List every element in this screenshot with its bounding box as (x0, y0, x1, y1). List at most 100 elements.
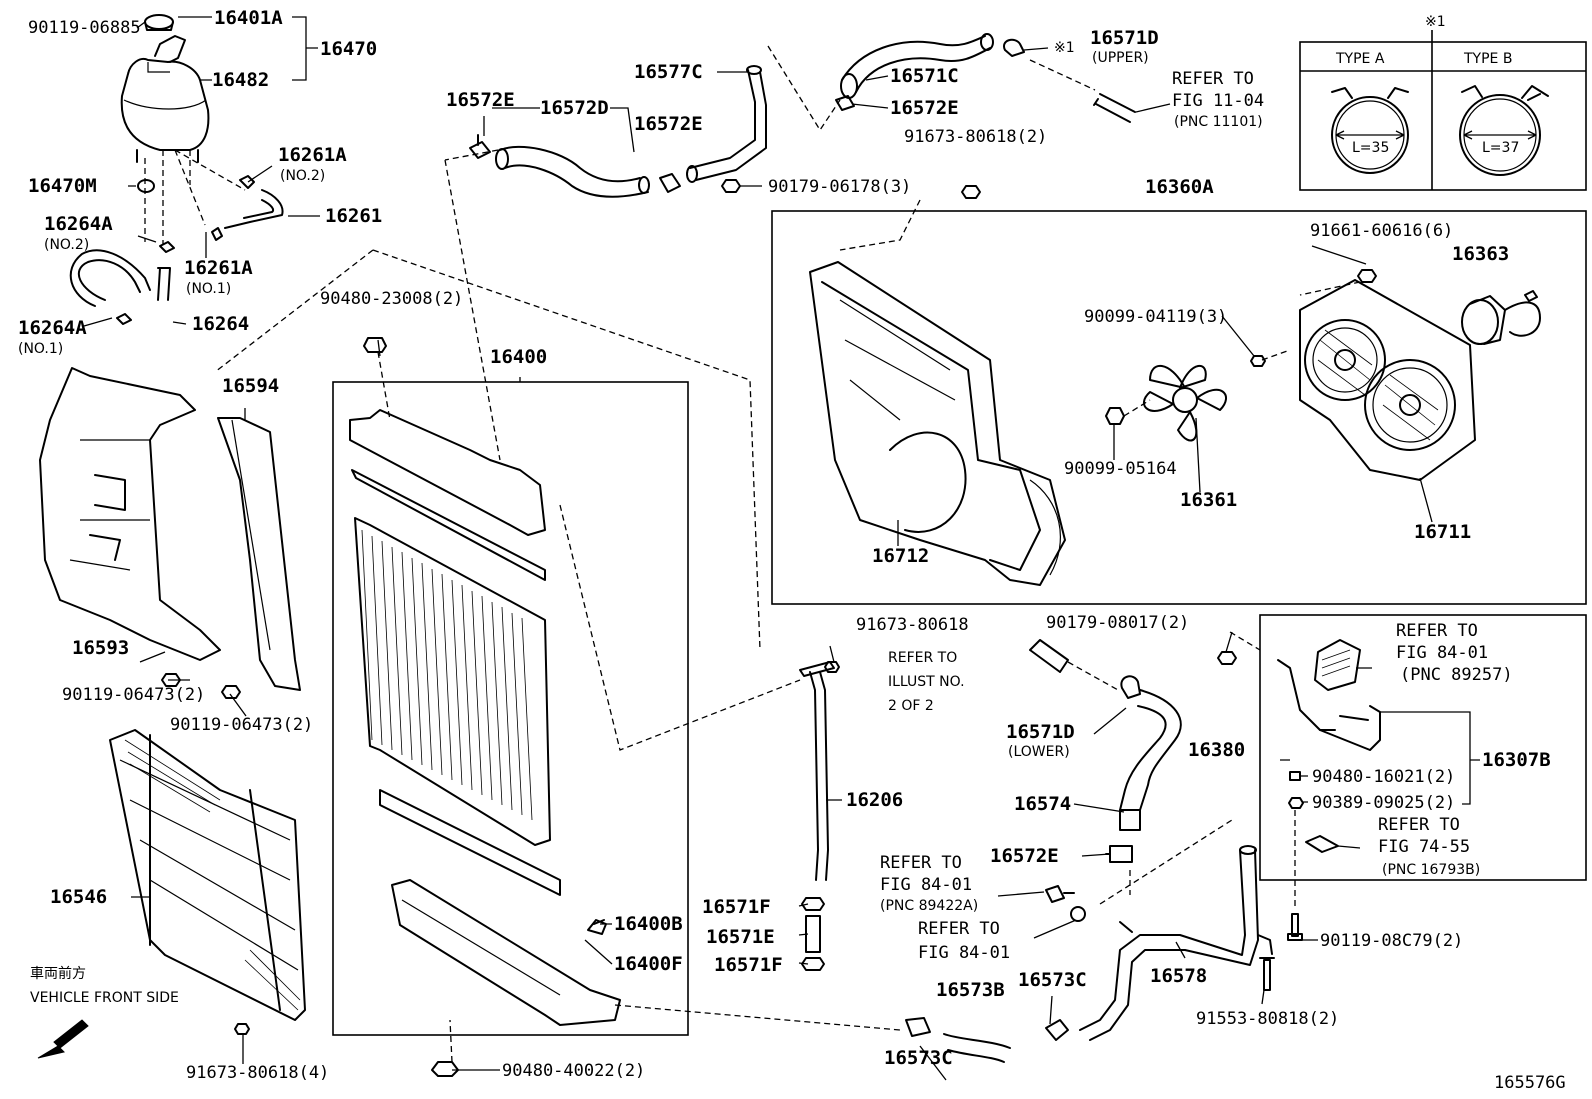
pipe-16578-drawing (1079, 845, 1273, 1041)
label-16206: 16206 (846, 789, 903, 811)
label-91553-80818: 91553-80818(2) (1196, 1009, 1339, 1029)
label-16264: 16264 (192, 313, 249, 335)
label-refer-11-04-a: REFER TO (1172, 69, 1254, 89)
fan-shroud-16711-drawing (1299, 279, 1476, 481)
label-no1-a: (NO.1) (186, 281, 231, 297)
cap-90480-40022-icon (431, 1061, 459, 1077)
label-91673-80618: 91673-80618 (856, 615, 969, 635)
hose-16573B-drawing (943, 1033, 1011, 1063)
fan-16361-drawing (1143, 364, 1227, 442)
shield-16594-drawing (217, 417, 301, 691)
hose-16571E-drawing (805, 915, 821, 953)
label-upper: (UPPER) (1092, 50, 1149, 66)
label-16572E-a: 16572E (446, 89, 515, 111)
label-refer-74-55-a: REFER TO (1378, 815, 1460, 835)
label-16571C: 16571C (890, 65, 959, 87)
clamp-16572E-c-icon (835, 95, 855, 111)
bolt-90179-06178-icon (721, 179, 741, 193)
label-90179-06178: 90179-06178(3) (768, 177, 911, 197)
label-90389-09025: 90389-09025(2) (1312, 793, 1455, 813)
label-l35: L=35 (1352, 140, 1389, 156)
label-16261A-no2: 16261A (278, 144, 347, 166)
clamp-16571F-a-icon (801, 897, 825, 911)
label-16573B: 16573B (936, 979, 1005, 1001)
bracket-group-box (1259, 614, 1587, 881)
figure-id: 165576G (1494, 1073, 1566, 1093)
label-16572E-b: 16572E (634, 113, 703, 135)
bracket-16380-drawing (1277, 659, 1381, 751)
fan-group-box (771, 210, 1587, 605)
vehicle-front-en: VEHICLE FRONT SIDE (30, 990, 179, 1006)
cap-16470M-icon (137, 179, 155, 193)
label-16572D: 16572D (540, 97, 609, 119)
clamp-16264A-no2-icon (159, 241, 175, 253)
label-90480-23008: 90480-23008(2) (320, 289, 463, 309)
label-90099-04119: 90099-04119(3) (1084, 307, 1227, 327)
clamp-16573C-b-icon (905, 1017, 931, 1037)
label-16572E-d: 16572E (990, 845, 1059, 867)
label-16594: 16594 (222, 375, 279, 397)
label-16573C-a: 16573C (1018, 969, 1087, 991)
module-89257-drawing (1314, 639, 1361, 691)
clamp-16264A-no1-icon (116, 313, 132, 325)
bolt-91661-60616-icon (1357, 269, 1377, 283)
hose-16577C-drawing (686, 65, 767, 183)
bolt-90179-08017-icon (1217, 651, 1237, 665)
label-90119-06885: 90119-06885 (28, 18, 141, 38)
label-no2-a: (NO.2) (280, 168, 325, 184)
label-16400F: 16400F (614, 953, 683, 975)
label-16571F-b: 16571F (714, 954, 783, 976)
hose-16572D-drawing (495, 145, 650, 198)
bolt-90119-06473-b-icon (221, 685, 241, 699)
label-90119-08C79: 90119-08C79(2) (1320, 931, 1463, 951)
bolt-90119-06473-a-icon (161, 673, 181, 687)
clip-90480-16021-icon (1289, 771, 1301, 781)
label-16482: 16482 (212, 69, 269, 91)
pipe-ref-11-04-drawing (1093, 93, 1136, 123)
label-mark1: ※1 (1054, 40, 1075, 56)
label-16577C: 16577C (634, 61, 703, 83)
label-16261A-no1: 16261A (184, 257, 253, 279)
label-16546: 16546 (50, 886, 107, 908)
label-refer-84-01a-a: REFER TO (880, 853, 962, 873)
label-16400: 16400 (490, 346, 547, 368)
label-refer-84-01b-a: REFER TO (918, 919, 1000, 939)
bolt-91673-80618-2-icon (961, 185, 981, 199)
label-16401A: 16401A (214, 7, 283, 29)
nut-90099-05164-icon (1105, 407, 1125, 425)
shield-16593-drawing (39, 367, 221, 661)
clamp-type-b-icon (1459, 85, 1549, 176)
label-refer-11-04-b: FIG 11-04 (1172, 91, 1264, 111)
clamp-16572E-b-icon (659, 173, 681, 193)
label-refer-74-55-b: FIG 74-55 (1378, 837, 1470, 857)
radiator-group-box (332, 381, 689, 1036)
label-90119-06473-a: 90119-06473(2) (62, 685, 205, 705)
label-90179-08017: 90179-08017(2) (1046, 613, 1189, 633)
motor-16363-drawing (1461, 290, 1541, 345)
label-16578: 16578 (1150, 965, 1207, 987)
clip-90389-09025-icon (1288, 797, 1304, 809)
label-refer-74-55-c: (PNC 16793B) (1382, 862, 1480, 878)
label-90480-40022: 90480-40022(2) (502, 1061, 645, 1081)
label-16470M: 16470M (28, 175, 97, 197)
clamp-16571D-upper-icon (1003, 38, 1025, 57)
label-refer-89257-a: REFER TO (1396, 621, 1478, 641)
label-refer-89257-b: FIG 84-01 (1396, 643, 1488, 663)
label-refer-11-04-c: (PNC 11101) (1174, 114, 1263, 130)
label-16571E: 16571E (706, 926, 775, 948)
hose-16264-drawing (69, 249, 171, 307)
fan-shroud-16712-drawing (809, 261, 1066, 586)
label-16264A-no1: 16264A (18, 317, 87, 339)
clamp-types-header: ※1 (1425, 14, 1446, 30)
label-16363: 16363 (1452, 243, 1509, 265)
label-16360A: 16360A (1145, 176, 1214, 198)
label-refer-84-01b-b: FIG 84-01 (918, 943, 1010, 963)
label-16400B: 16400B (614, 913, 683, 935)
label-refer-illust-a: REFER TO (888, 650, 957, 666)
hose-16574-drawing (1119, 689, 1182, 831)
label-no2-b: (NO.2) (44, 237, 89, 253)
sensor-89422A-icon (1045, 885, 1075, 903)
bolt-91673-80618-4-icon (234, 1023, 250, 1035)
label-91673-80618-2: 91673-80618(2) (904, 127, 1047, 147)
